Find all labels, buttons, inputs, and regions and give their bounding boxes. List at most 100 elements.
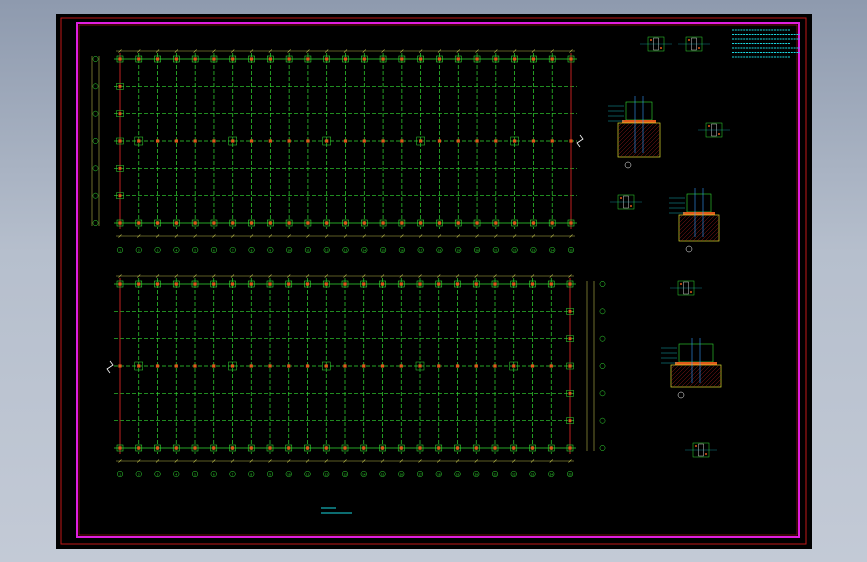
steel-column: [212, 57, 216, 61]
column-footing: [417, 219, 424, 227]
steel-column: [230, 364, 235, 368]
column-footing: [210, 219, 218, 227]
column-footing: [510, 136, 519, 146]
axis-bubble-icon: [599, 390, 606, 397]
hatch-line: [623, 122, 659, 158]
dimension-tick: [174, 459, 178, 463]
axis-label: 17: [418, 472, 422, 476]
dimension-tick: [118, 274, 122, 278]
column-footing: [134, 136, 144, 146]
axis-bubble-icon: [173, 470, 180, 478]
axis-bubble-icon: [210, 470, 217, 478]
steel-column: [513, 57, 517, 61]
steel-column: [137, 364, 141, 368]
steel-column: [343, 221, 348, 225]
axis-label: 13: [344, 248, 348, 252]
axis-bubble-icon: [530, 246, 537, 254]
hatch-line: [617, 122, 639, 144]
dimension-tick: [174, 274, 178, 278]
steel-column: [306, 57, 310, 61]
steel-column: [155, 446, 160, 450]
steel-column: [212, 446, 216, 450]
axis-bubble-icon: [473, 246, 481, 254]
column-footing: [529, 444, 536, 452]
bolt-hole: [690, 291, 692, 293]
column-footing: [210, 55, 218, 63]
hatch-line: [678, 214, 684, 220]
axis-bubble-icon: [92, 110, 99, 117]
axis-bubble-icon: [267, 246, 274, 254]
column-footing: [229, 55, 237, 63]
axis-bubble-icon: [567, 246, 575, 254]
column-footing: [473, 55, 481, 63]
dimension-tick: [362, 234, 367, 238]
steel-column: [174, 282, 178, 286]
column-footing: [229, 444, 236, 452]
column-footing: [454, 280, 461, 288]
steel-column: [193, 282, 197, 286]
steel-column: [193, 57, 197, 61]
hatch-line: [670, 364, 680, 374]
hatch-line: [692, 214, 720, 242]
inner-frame-rule: [78, 24, 798, 536]
dimension-tick: [324, 49, 329, 53]
steel-column: [512, 364, 516, 368]
steel-column: [306, 139, 310, 143]
bolt-hole: [718, 133, 720, 135]
column-footing: [322, 361, 331, 371]
dimension-tick: [512, 49, 517, 53]
steel-column: [455, 364, 460, 368]
dimension-tick: [287, 274, 291, 278]
dimension-tick: [399, 459, 403, 463]
dimension-tick: [437, 459, 441, 463]
steel-column: [193, 221, 197, 225]
steel-column: [549, 282, 553, 286]
gable-column-footing: [116, 83, 124, 90]
footing-section: [617, 122, 661, 158]
axis-bubble-icon: [529, 470, 536, 478]
hatch-line: [696, 218, 720, 242]
column-footing: [360, 444, 368, 452]
column-footing: [547, 444, 555, 452]
steel-column: [249, 221, 254, 225]
axis-label: 14: [362, 248, 366, 252]
steel-column: [305, 282, 310, 286]
hatch-line: [617, 122, 631, 136]
axis-bubble-icon: [229, 470, 236, 478]
column-footing: [492, 219, 500, 227]
dimension-tick: [569, 49, 573, 53]
steel-column: [118, 221, 122, 225]
bolt-hole: [695, 445, 697, 447]
dimension-tick: [456, 49, 460, 53]
steel-column: [418, 364, 422, 368]
column-footing: [116, 280, 124, 288]
dimension-tick: [456, 234, 460, 238]
axis-bubble-icon: [435, 470, 442, 478]
dimension-tick: [418, 49, 423, 53]
gable-column-footing: [566, 390, 574, 397]
steel-column: [380, 282, 385, 286]
steel-column: [155, 282, 160, 286]
axis-bubble-icon: [599, 363, 606, 369]
steel-column: [512, 282, 516, 286]
axis-bubble-icon: [380, 246, 387, 254]
dimension-tick: [324, 459, 328, 463]
dimension-tick: [230, 459, 235, 463]
steel-column: [174, 221, 178, 225]
column-footing: [247, 280, 255, 288]
column-footing: [191, 219, 199, 227]
dimension-tick: [155, 274, 160, 278]
axis-bubble-icon: [417, 246, 424, 254]
column-footing: [191, 280, 199, 288]
axis-label: 8: [250, 472, 252, 476]
steel-column: [362, 446, 366, 450]
steel-column: [174, 364, 178, 368]
steel-column: [137, 57, 141, 61]
dimension-tick: [268, 459, 272, 463]
dimension-tick: [324, 234, 329, 238]
column-footing: [510, 280, 518, 288]
axis-bubble-icon: [323, 246, 330, 254]
axis-bubble-icon: [566, 470, 574, 478]
axis-label: 5: [194, 248, 196, 252]
bolt-hole: [698, 47, 700, 49]
